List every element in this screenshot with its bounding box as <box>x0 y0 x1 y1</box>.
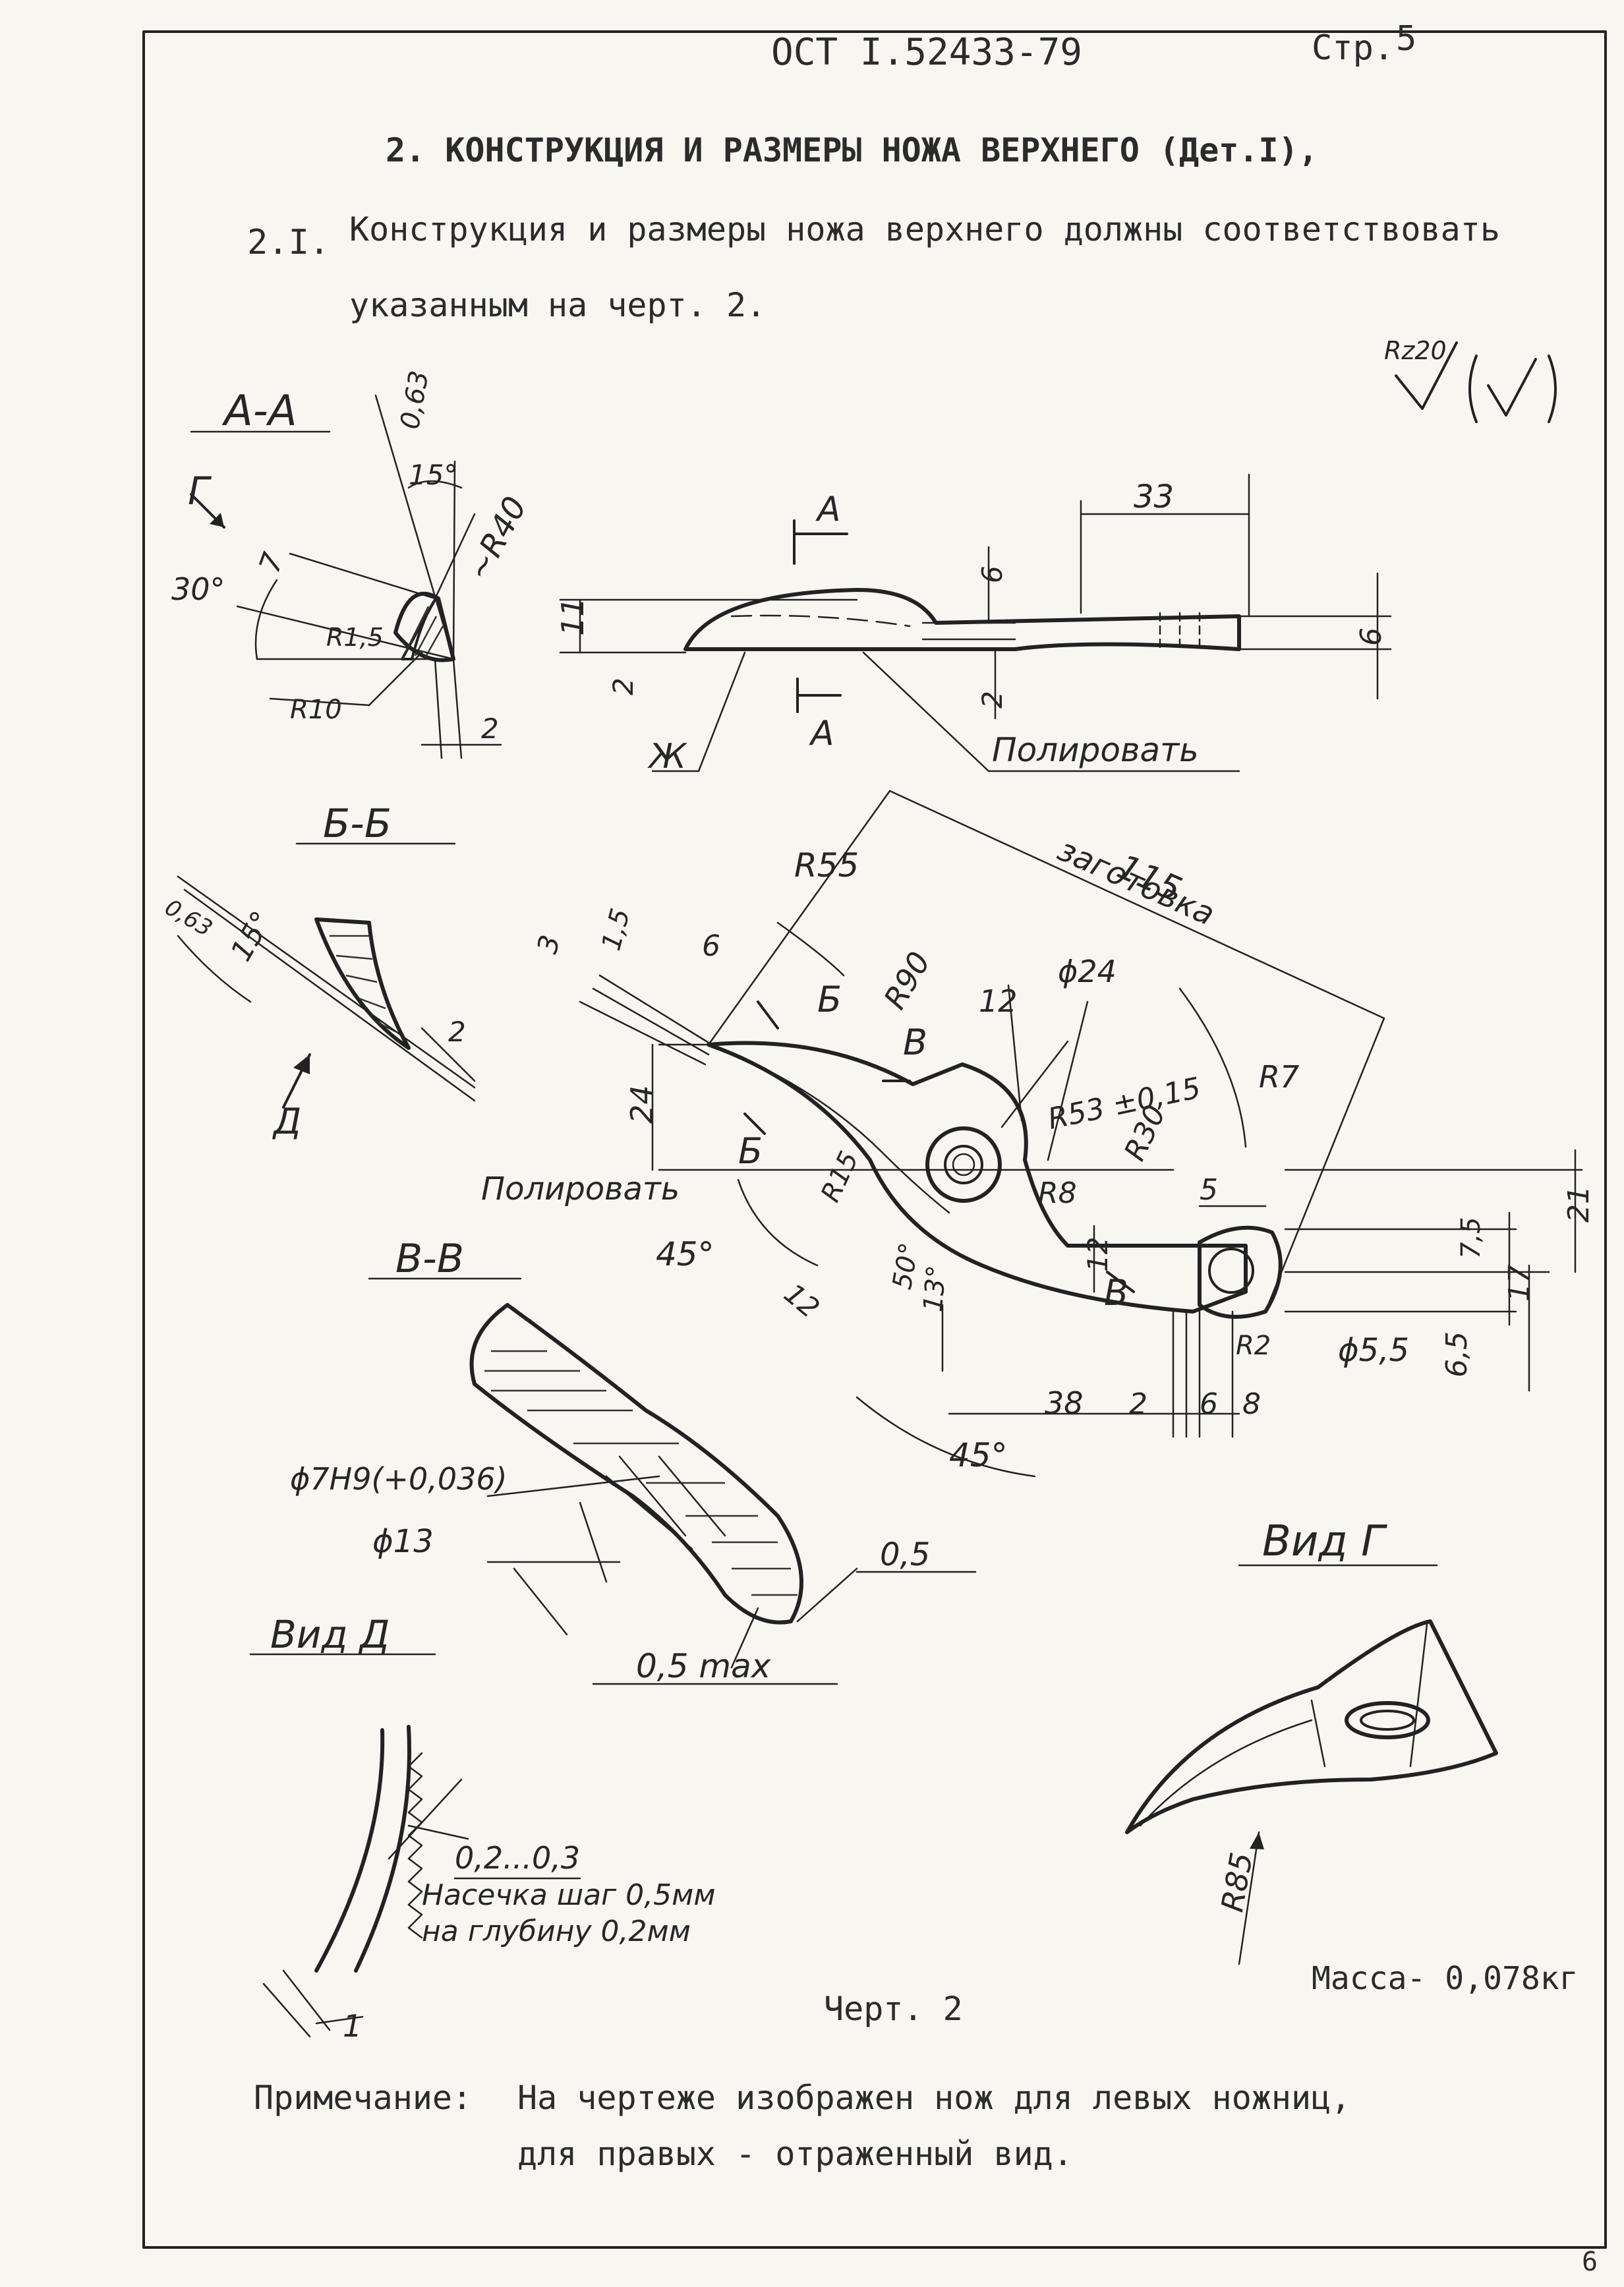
note-line-1: На чертеже изображен нож для левых ножни… <box>517 2079 1350 2117</box>
dim-phi5-5: ϕ5,5 <box>1338 1332 1409 1369</box>
dim-6-top: 6 <box>976 565 1008 583</box>
cut-marker-v-top: В <box>903 1022 927 1063</box>
dim-r2: R2 <box>1236 1331 1271 1361</box>
note-knurl-line2: на глубину 0,2мм <box>422 1915 691 1948</box>
roughness-value: Rz20 <box>1384 336 1447 365</box>
dim-6-5: 6,5 <box>1440 1331 1474 1377</box>
dim-13deg: 13° <box>918 1264 952 1314</box>
dim-24: 24 <box>624 1085 660 1124</box>
cut-marker-b-bottom: Б <box>738 1130 763 1172</box>
standard-number: ОСТ I.52433-79 <box>771 31 1082 74</box>
paragraph-number: 2.I. <box>247 223 330 262</box>
dim-r10: R10 <box>290 695 342 725</box>
view-g: Вид Г R85 <box>1125 1517 1498 1965</box>
dim-6-bottom: 6 <box>1200 1387 1218 1421</box>
note-line-2: для правых - отраженный вид. <box>517 2135 1073 2173</box>
dim-r8: R8 <box>1038 1176 1077 1210</box>
view-arrow-zh: Ж <box>647 737 687 776</box>
dim-6-main: 6 <box>702 929 720 963</box>
dim-17: 17 <box>1503 1265 1536 1302</box>
dim-2-side-right: 2 <box>976 691 1008 709</box>
view-label-b-b: Б-Б <box>323 801 392 847</box>
dim-2-side-left: 2 <box>607 678 639 695</box>
dim-12-side: 12 <box>1082 1237 1114 1272</box>
roughness-symbol: Rz20 <box>1384 336 1557 423</box>
view-arrow-g: Г <box>188 469 212 513</box>
dim-30deg: 30° <box>171 571 225 607</box>
dim-r1-5: R1,5 <box>326 623 384 652</box>
dim-2-main: 2 <box>1129 1387 1147 1421</box>
paragraph-line-2: указанным на черт. 2. <box>349 286 766 324</box>
dim-8: 8 <box>1242 1387 1261 1421</box>
dim-r7: R7 <box>1259 1059 1299 1095</box>
dim-11: 11 <box>555 597 591 636</box>
dim-45deg-bottom: 45° <box>949 1436 1008 1474</box>
view-label-d: Вид Д <box>270 1612 390 1657</box>
page-frame <box>142 30 1607 2249</box>
dim-21: 21 <box>1562 1186 1596 1223</box>
dim-0-2-0-3: 0,2...0,3 <box>455 1840 580 1876</box>
dim-7-5: 7,5 <box>1456 1217 1486 1259</box>
corner-page-number: 6 <box>1582 2247 1598 2277</box>
view-label-a-a: А-А <box>221 387 297 436</box>
drawing-caption: Черт. 2 <box>824 1990 963 2028</box>
cut-marker-a-top: А <box>815 490 841 529</box>
dim-1: 1 <box>343 2008 362 2044</box>
dim-45deg-left: 45° <box>656 1235 714 1273</box>
dim-phi13: ϕ13 <box>372 1523 434 1560</box>
dim-phi7-h9: ϕ7H9(+0,036) <box>290 1461 508 1497</box>
dim-5: 5 <box>1200 1173 1218 1207</box>
cut-marker-b-top: Б <box>817 979 842 1020</box>
note-label: Примечание: <box>254 2079 472 2117</box>
cut-marker-v-bottom: В <box>1104 1272 1128 1314</box>
note-knurl-line1: Насечка шаг 0,5мм <box>422 1878 716 1912</box>
dim-0-5: 0,5 <box>880 1536 930 1573</box>
dim-r55: R55 <box>794 846 859 884</box>
dim-12-top: 12 <box>979 983 1018 1019</box>
section-title: 2. КОНСТРУКЦИЯ И РАЗМЕРЫ НОЖА ВЕРХНЕГО (… <box>386 131 1318 169</box>
cut-marker-a-bottom: А <box>809 714 834 753</box>
paragraph-line-1: Конструкция и размеры ножа верхнего долж… <box>349 210 1500 248</box>
page-label: Стр. <box>1312 28 1394 68</box>
dim-33: 33 <box>1134 478 1174 515</box>
note-polish-top: Полировать <box>992 731 1199 769</box>
section-v-v: В-В ϕ7H9(+0,036) ϕ13 0,5 0,5 max <box>290 1236 977 1685</box>
side-view: 33 А А 6 6 11 2 2 Ж Полировать <box>555 473 1392 776</box>
view-label-v-v: В-В <box>395 1236 464 1282</box>
dim-2-a: 2 <box>481 712 499 745</box>
view-arrow-d: Д <box>272 1101 301 1142</box>
dim-38: 38 <box>1045 1385 1084 1421</box>
dim-phi24: ϕ24 <box>1058 954 1116 989</box>
view-label-g: Вид Г <box>1262 1517 1387 1566</box>
dim-15deg-a: 15° <box>409 459 457 491</box>
page-number: 5 <box>1396 19 1416 59</box>
dim-2-b: 2 <box>448 1016 466 1048</box>
dim-0-5-max: 0,5 max <box>636 1647 771 1685</box>
note-polish-main: Полировать <box>481 1171 680 1207</box>
view-d: Вид Д 0,2...0,3 Насечка шаг 0,5мм на глу… <box>249 1612 716 2044</box>
mass-label: Масса- 0,078кг <box>1312 1960 1579 1997</box>
dim-6-right: 6 <box>1354 627 1388 646</box>
